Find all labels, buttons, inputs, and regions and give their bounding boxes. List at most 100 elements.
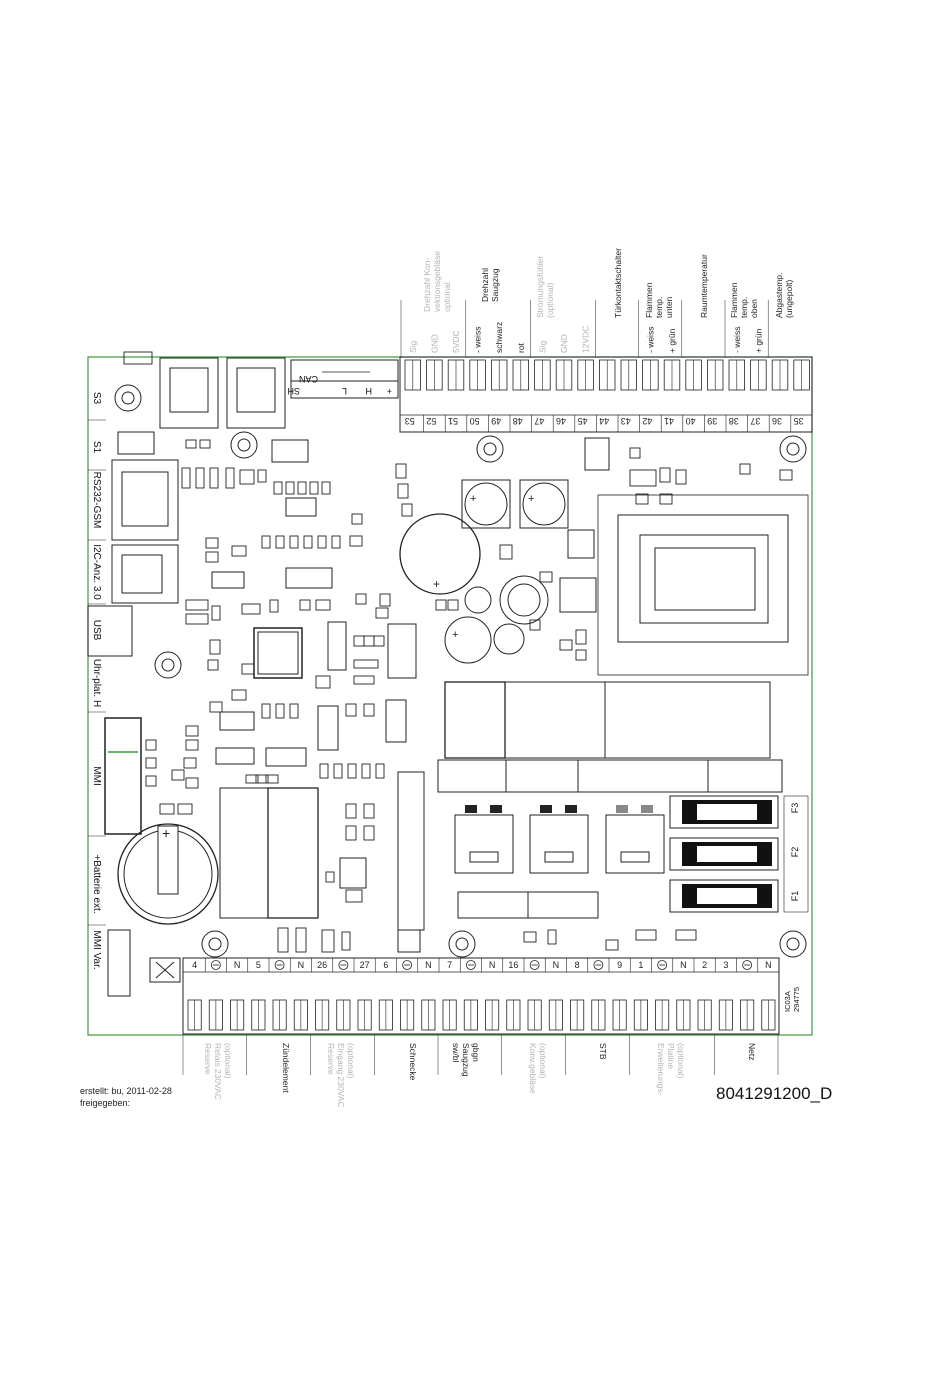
smd-component xyxy=(341,931,351,951)
inductor xyxy=(499,575,549,625)
smd-component xyxy=(401,503,413,517)
battery-holder: + xyxy=(117,823,219,925)
smd-component xyxy=(659,467,671,483)
bottom-group-label: Zündelement xyxy=(281,1043,291,1093)
ground-symbol-icon xyxy=(465,960,476,970)
smd-component xyxy=(321,929,335,953)
smd-component xyxy=(605,939,619,951)
capacitor: + xyxy=(519,479,569,529)
top-group-label: temp. xyxy=(654,297,664,318)
smd-component xyxy=(241,603,261,615)
bottom-terminal-number: N xyxy=(553,960,560,970)
can-connector: CAN SH L H + xyxy=(287,359,399,399)
mounting-hole xyxy=(201,930,229,958)
left-side-label: RS232-GSM xyxy=(91,472,102,529)
smd-component xyxy=(319,763,329,779)
smd-component xyxy=(181,467,191,489)
relay xyxy=(444,681,606,759)
ic-note-2: 294775 xyxy=(792,987,801,1012)
top-terminal-number: 52 xyxy=(426,416,436,426)
i2c-socket xyxy=(111,544,179,604)
smd-component xyxy=(265,774,279,784)
ic xyxy=(285,497,317,517)
smd-component xyxy=(277,927,289,953)
top-group-label: Flammen xyxy=(644,282,654,318)
ic xyxy=(265,747,307,767)
bottom-group-label: (optional) xyxy=(538,1043,548,1079)
top-group-label: Abgastemp. xyxy=(774,273,784,318)
terminal-strip xyxy=(397,771,425,931)
dip-switch-s1 xyxy=(117,431,155,455)
ground-symbol-icon xyxy=(529,960,540,970)
connector-small xyxy=(397,929,421,953)
left-side-label: Uhr-plat. H xyxy=(91,659,102,707)
fuse-label-f3: F3 xyxy=(790,803,800,814)
ic xyxy=(219,711,255,731)
smd-component xyxy=(675,469,687,485)
usb-socket xyxy=(87,605,133,657)
capacitor-large: + xyxy=(399,513,481,595)
smd-component xyxy=(315,599,331,611)
smd-component xyxy=(325,871,335,883)
ground-symbol-icon xyxy=(210,960,221,970)
top-group-label: oben xyxy=(749,299,759,318)
smd-component xyxy=(297,481,307,495)
ic xyxy=(317,705,339,751)
rs232-socket xyxy=(111,459,179,541)
bottom-group-label: Schnecke xyxy=(408,1043,418,1081)
top-terminal-number: 47 xyxy=(534,416,544,426)
top-terminal-label: - weiss xyxy=(732,327,742,353)
mounting-hole xyxy=(154,651,182,679)
top-terminal-number: 46 xyxy=(556,416,566,426)
smd-component xyxy=(231,545,247,557)
bottom-group-label: (optional) xyxy=(223,1043,233,1079)
top-terminal-number: 51 xyxy=(448,416,458,426)
board-outline xyxy=(87,356,813,1036)
top-terminal-label: 5VDC xyxy=(451,330,461,353)
smd-component xyxy=(529,619,541,631)
microcontroller xyxy=(253,627,303,679)
left-side-label: USB xyxy=(91,620,102,641)
smd-component xyxy=(363,825,375,841)
smd-component xyxy=(379,593,391,607)
bottom-terminal-number: 6 xyxy=(383,960,388,970)
top-terminal-number: 53 xyxy=(405,416,415,426)
fuse-f1 xyxy=(669,879,779,913)
fuse-label-f1: F1 xyxy=(790,891,800,902)
top-terminal-label: rot xyxy=(516,342,526,353)
bottom-group-label: Reserve xyxy=(203,1043,213,1075)
ground-symbol-icon xyxy=(593,960,604,970)
smd-component xyxy=(159,803,175,815)
triac xyxy=(605,805,665,874)
smd-component xyxy=(317,535,327,549)
smd-component xyxy=(345,825,357,841)
top-terminal-number: 45 xyxy=(578,416,588,426)
smd-component xyxy=(303,535,313,549)
capacitor xyxy=(493,623,525,655)
top-terminal-number: 39 xyxy=(707,416,717,426)
bottom-group-label: Platine xyxy=(666,1043,676,1069)
bottom-group-label: Konv.gebläse xyxy=(528,1043,538,1094)
bottom-terminal-number: 5 xyxy=(256,960,261,970)
left-side-label: S1 xyxy=(91,441,102,454)
bottom-terminal-number: 26 xyxy=(317,960,327,970)
bottom-terminal-number: 2 xyxy=(702,960,707,970)
smd-component xyxy=(255,774,269,784)
smd-component xyxy=(239,469,255,485)
top-terminal-number: 50 xyxy=(470,416,480,426)
bottom-terminal-number: 7 xyxy=(447,960,452,970)
top-terminal-number: 44 xyxy=(599,416,609,426)
bottom-terminal-number: N xyxy=(765,960,772,970)
top-terminal-label: Sig xyxy=(537,340,547,353)
smd-component xyxy=(123,351,153,365)
smd-component xyxy=(361,763,371,779)
bottom-group-label: Erweiterungs- xyxy=(656,1043,666,1096)
smd-component xyxy=(499,544,513,560)
top-group-label: unten xyxy=(664,296,674,318)
relay xyxy=(604,681,771,759)
bottom-group-label: sw/bl xyxy=(451,1043,461,1062)
left-side-label: +Batterie ext. xyxy=(91,854,102,913)
smd-component xyxy=(185,725,199,737)
bottom-terminal-number: N xyxy=(298,960,305,970)
ic-note-1: IC03A xyxy=(783,991,792,1012)
